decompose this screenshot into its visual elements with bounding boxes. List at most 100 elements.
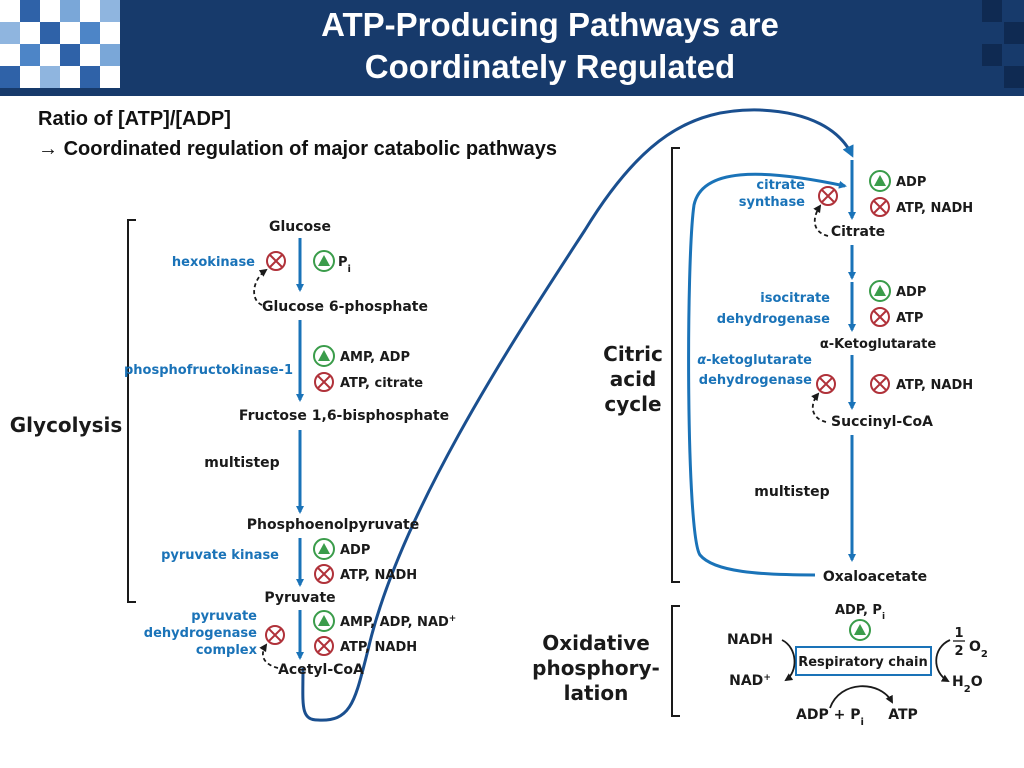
half-denominator: 2 bbox=[954, 644, 963, 659]
inhibitor-label: ATP bbox=[896, 311, 923, 326]
enzyme-pdh-line: dehydrogenase bbox=[144, 626, 257, 641]
multistep-label: multistep bbox=[754, 484, 829, 500]
inhibitor-label: ATP, NADH bbox=[340, 640, 417, 655]
decor-square bbox=[20, 66, 40, 88]
o2-subscript: 2 bbox=[981, 649, 988, 660]
half-numerator: 1 bbox=[954, 626, 963, 641]
decor-square bbox=[0, 44, 20, 66]
decor-square bbox=[1004, 22, 1024, 44]
superscript-plus: + bbox=[449, 614, 457, 624]
enzyme-citrate-synthase-line: synthase bbox=[739, 195, 805, 210]
inhibitor-label: ATP, NADH bbox=[340, 568, 417, 583]
glycolysis-section-label: Glycolysis bbox=[10, 413, 122, 437]
decor-square bbox=[40, 66, 60, 88]
pdh-activators: AMP, ADP, NAD bbox=[340, 615, 449, 630]
enzyme-idh-line: dehydrogenase bbox=[717, 312, 830, 327]
activator-label: ADP bbox=[896, 175, 926, 190]
decor-square bbox=[80, 44, 100, 66]
enzyme-pyruvate-kinase: pyruvate kinase bbox=[161, 548, 279, 563]
water-o: O bbox=[971, 674, 983, 690]
enzyme-hexokinase: hexokinase bbox=[172, 255, 255, 270]
decor-square bbox=[80, 0, 100, 22]
nadh-label: NADH bbox=[727, 632, 773, 648]
feedback-arrow bbox=[259, 643, 279, 669]
decor-square bbox=[80, 66, 100, 88]
inhibitor-icon bbox=[265, 625, 285, 645]
nad-plus-label: NAD+ bbox=[729, 673, 771, 689]
decor-square bbox=[0, 0, 20, 22]
akgdh-name: -ketoglutarate bbox=[706, 353, 812, 368]
respiratory-chain-label: Respiratory chain bbox=[798, 655, 928, 670]
inhibitor-label: ATP, citrate bbox=[340, 376, 423, 391]
oxygen-text: O bbox=[969, 639, 981, 655]
inhibitor-icon bbox=[870, 374, 890, 394]
nad-text: NAD bbox=[729, 673, 763, 689]
superscript-plus: + bbox=[763, 673, 771, 683]
water-h: H bbox=[952, 674, 964, 690]
adp-pi-input-label: ADP, Pi bbox=[835, 603, 885, 622]
inhibitor-icon bbox=[816, 374, 836, 394]
activator-icon bbox=[849, 619, 871, 641]
inhibitor-icon bbox=[314, 372, 334, 392]
oxphos-bracket bbox=[671, 605, 680, 717]
activator-icon bbox=[313, 345, 335, 367]
metabolite-glucose: Glucose bbox=[269, 219, 331, 235]
decor-square bbox=[60, 0, 80, 22]
water-label: H2O bbox=[952, 674, 983, 695]
enzyme-idh-line: isocitrate bbox=[760, 291, 830, 306]
enzyme-phosphofructokinase: phosphofructokinase-1 bbox=[124, 363, 293, 378]
decor-square bbox=[100, 0, 120, 22]
atp-synthesis-arrow bbox=[829, 685, 893, 709]
reaction-arrow bbox=[935, 639, 951, 682]
decor-square bbox=[80, 22, 100, 44]
activator-label: ADP bbox=[340, 543, 370, 558]
metabolite-oxaloacetate: Oxaloacetate bbox=[823, 569, 927, 585]
activator-icon bbox=[869, 170, 891, 192]
decor-square bbox=[40, 22, 60, 44]
greek-alpha: α bbox=[697, 353, 706, 368]
title-line: ATP-Producing Pathways are bbox=[321, 6, 779, 43]
decor-square bbox=[0, 22, 20, 44]
ratio-heading: Ratio of [ATP]/[ADP] bbox=[38, 108, 231, 130]
activator-icon bbox=[313, 610, 335, 632]
inhibitor-icon bbox=[314, 564, 334, 584]
enzyme-pdh-line: complex bbox=[196, 643, 258, 658]
pi-subscript: i bbox=[348, 264, 351, 275]
metabolite-phosphoenolpyruvate: Phosphoenolpyruvate bbox=[247, 517, 419, 533]
oxphos-section-label: lation bbox=[564, 681, 629, 705]
feedback-arrow bbox=[813, 204, 829, 237]
decor-square bbox=[60, 66, 80, 88]
inhibitor-icon bbox=[870, 197, 890, 217]
citric-cycle-section-label: acid bbox=[610, 367, 657, 391]
metabolite-glucose-6-phosphate: Glucose 6-phosphate bbox=[262, 299, 428, 315]
water-subscript: 2 bbox=[964, 684, 971, 695]
ratio-subheading-text: Coordinated regulation of major cataboli… bbox=[63, 138, 557, 160]
decor-square bbox=[60, 22, 80, 44]
reaction-arrow bbox=[781, 639, 796, 682]
metabolite-pyruvate: Pyruvate bbox=[264, 590, 335, 606]
pathway-connector-curve bbox=[301, 108, 854, 722]
inhibitor-label: ATP, NADH bbox=[896, 378, 973, 393]
decor-square bbox=[40, 44, 60, 66]
decor-square bbox=[1004, 66, 1024, 88]
multistep-label: multistep bbox=[204, 455, 279, 471]
respiratory-chain-box bbox=[795, 646, 932, 676]
metabolite-fructose-bisphosphate: Fructose 1,6-bisphosphate bbox=[239, 408, 449, 424]
decor-square bbox=[100, 22, 120, 44]
decor-square bbox=[0, 66, 20, 88]
pi-subscript: i bbox=[882, 612, 885, 622]
ratio-subheading: → Coordinated regulation of major catabo… bbox=[38, 138, 557, 161]
citric-cycle-bracket bbox=[671, 147, 680, 583]
inhibitor-icon bbox=[314, 636, 334, 656]
cycle-loop-arrow bbox=[687, 172, 847, 577]
adp-pi-text: ADP + P bbox=[796, 707, 860, 723]
enzyme-akgdh-line: α-ketoglutarate bbox=[697, 353, 812, 368]
enzyme-pdh-line: pyruvate bbox=[191, 609, 257, 624]
slide-title: ATP-Producing Pathways are Coordinately … bbox=[120, 4, 980, 88]
enzyme-akgdh-line: dehydrogenase bbox=[699, 373, 812, 388]
decor-square bbox=[20, 0, 40, 22]
decor-square bbox=[100, 44, 120, 66]
right-arrow-icon: → bbox=[38, 138, 58, 160]
inhibitor-icon bbox=[870, 307, 890, 327]
activator-label: Pi bbox=[338, 255, 351, 275]
